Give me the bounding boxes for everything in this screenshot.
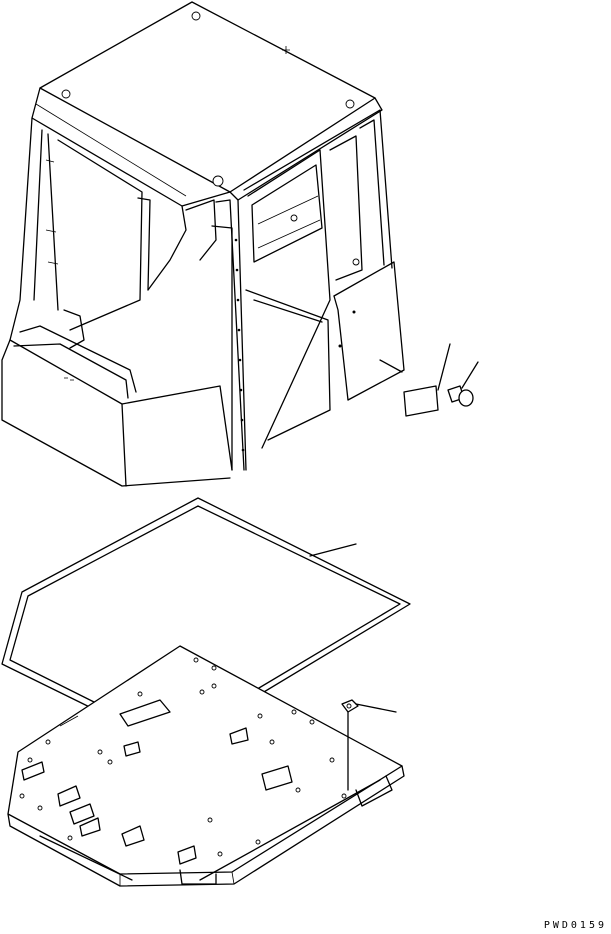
floor-bolt-holes <box>19 657 347 857</box>
label-plate-callout <box>379 343 451 417</box>
cab-front-frame <box>9 117 245 471</box>
cab-assembly <box>1 1 405 487</box>
cab-lower-body <box>1 309 233 487</box>
cab-roof <box>31 1 383 207</box>
cab-bolt-dots <box>234 238 245 452</box>
cab-door <box>237 109 405 471</box>
seal-leader-line <box>59 715 79 727</box>
floor-plate <box>7 645 405 887</box>
drawing-code: PWD0159 <box>543 920 607 931</box>
nut-callout <box>341 699 397 791</box>
plug-callout <box>447 361 479 407</box>
